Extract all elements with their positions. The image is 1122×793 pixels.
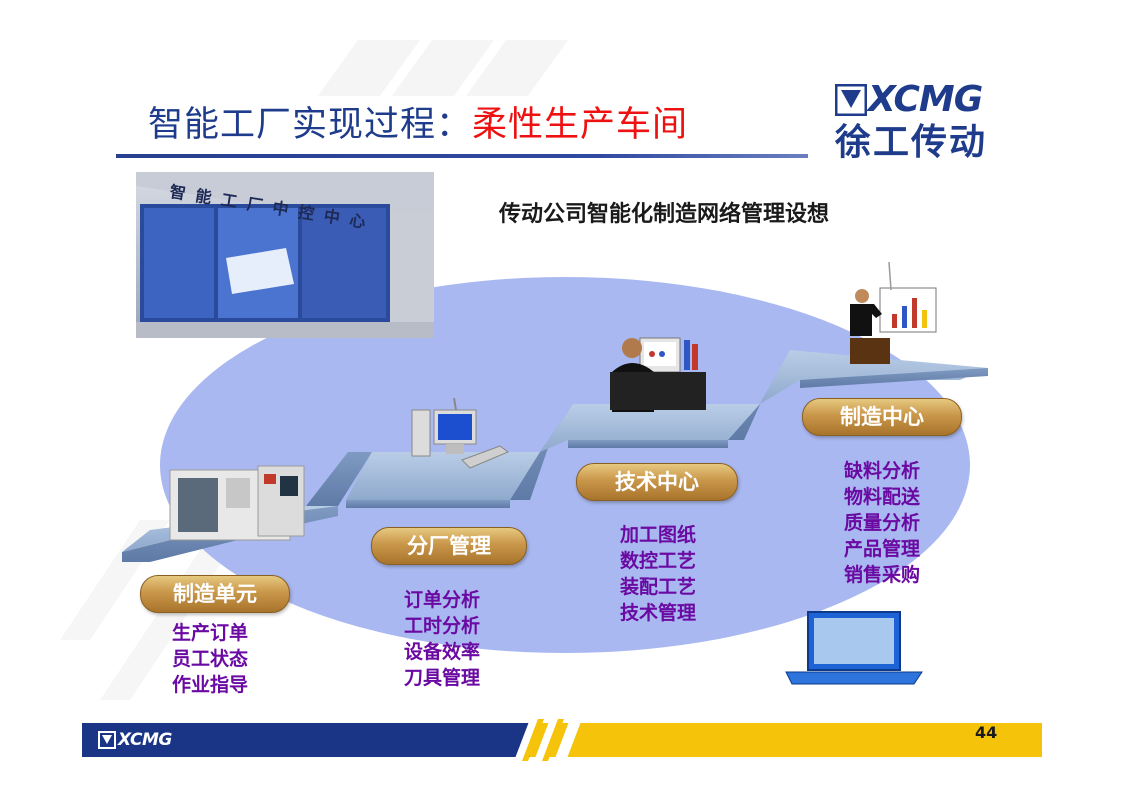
list-item: 物料配送 <box>844 486 921 508</box>
title-main: 智能工厂实现过程： <box>148 105 473 145</box>
logo-word: XCMG <box>868 79 983 120</box>
stage-label: 制造单元 <box>173 582 257 606</box>
footer-logo-text: XCMG <box>118 730 172 750</box>
footer-stripes-graphic <box>514 719 582 761</box>
stage-label: 技术中心 <box>615 470 699 494</box>
diagram-subtitle: 传动公司智能化制造网络管理设想 <box>499 201 830 227</box>
control-center-photo-graphic <box>136 172 434 338</box>
stage-list-manufacturing-unit: 生产订单 员工状态 作业指导 <box>172 620 248 698</box>
stage-label: 制造中心 <box>840 405 924 429</box>
page-number: 44 <box>975 723 998 742</box>
list-item: 加工图纸 <box>620 524 697 546</box>
xcmg-emblem-icon <box>835 84 867 116</box>
list-item: 订单分析 <box>404 589 481 611</box>
stage-pill-technical-center: 技术中心 <box>576 463 738 501</box>
list-item: 作业指导 <box>172 674 249 696</box>
technician-illustration <box>610 337 706 412</box>
cnc-machine-illustration <box>169 465 305 541</box>
list-item: 工时分析 <box>404 615 481 637</box>
stage-list-branch-management: 订单分析 工时分析 设备效率 刀具管理 <box>404 587 480 691</box>
list-item: 刀具管理 <box>404 667 481 689</box>
background-ellipse <box>160 277 970 653</box>
list-item: 装配工艺 <box>620 576 697 598</box>
stage-label: 分厂管理 <box>407 534 491 558</box>
list-item: 数控工艺 <box>620 550 697 572</box>
page-title: 智能工厂实现过程：柔性生产车间 <box>148 96 688 147</box>
list-item: 销售采购 <box>844 564 921 586</box>
presenter-illustration <box>850 261 937 364</box>
title-highlight: 柔性生产车间 <box>472 105 689 145</box>
stage-pill-branch-management: 分厂管理 <box>371 527 527 565</box>
list-item: 设备效率 <box>404 641 481 663</box>
staircase <box>122 350 988 562</box>
list-item: 生产订单 <box>172 622 249 644</box>
list-item: 技术管理 <box>620 602 697 624</box>
list-item: 质量分析 <box>844 512 921 534</box>
list-item: 产品管理 <box>844 538 921 560</box>
laptop-illustration <box>785 611 923 685</box>
title-underline <box>116 154 808 158</box>
footer-blue-band <box>82 723 530 757</box>
logo-chinese: 徐工传动 <box>835 122 988 163</box>
stage-pill-manufacturing-unit: 制造单元 <box>140 575 290 613</box>
computer-illustration <box>411 397 509 469</box>
control-center-photo: 智能工厂中控中心 <box>136 172 434 338</box>
stage-list-technical-center: 加工图纸 数控工艺 装配工艺 技术管理 <box>620 522 696 626</box>
list-item: 缺料分析 <box>844 460 921 482</box>
xcmg-emblem-icon <box>98 731 116 749</box>
stage-list-manufacturing-center: 缺料分析 物料配送 质量分析 产品管理 销售采购 <box>844 458 920 588</box>
list-item: 员工状态 <box>172 648 249 670</box>
stage-pill-manufacturing-center: 制造中心 <box>802 398 962 436</box>
